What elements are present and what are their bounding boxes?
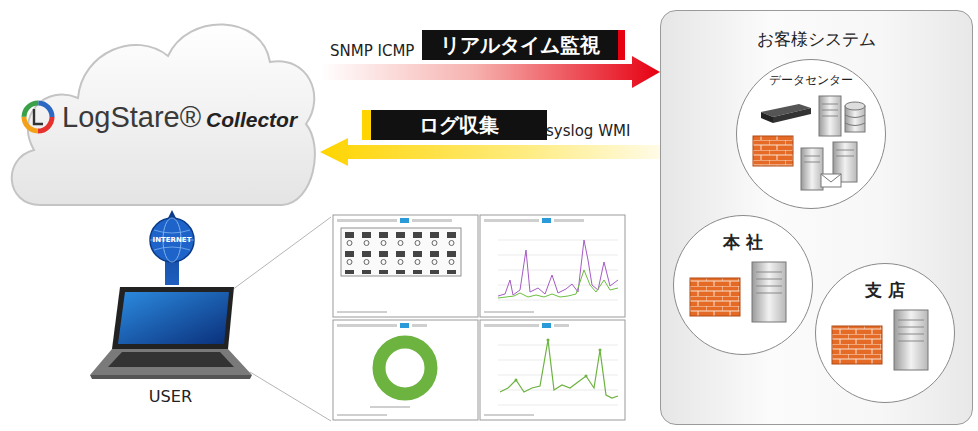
laptop-icon bbox=[88, 285, 253, 380]
user-laptop: USER bbox=[88, 285, 253, 380]
node-text: お客様システム bbox=[661, 29, 972, 51]
protocol-label: INTERNET bbox=[153, 236, 192, 244]
node-text: データセンター bbox=[737, 73, 885, 88]
node-text: 本 社 bbox=[674, 230, 812, 254]
node-text: USER bbox=[88, 387, 253, 406]
flow-arrow bbox=[320, 138, 660, 166]
logo-ring bbox=[24, 103, 52, 131]
dashboard-screenshot bbox=[333, 215, 625, 420]
site-circle: データセンター bbox=[736, 59, 886, 209]
leader-line bbox=[232, 217, 331, 421]
node-text: 支 店 bbox=[816, 278, 954, 302]
flow-arrow bbox=[320, 56, 660, 88]
flow-label-band: ログ収集 bbox=[362, 110, 547, 140]
protocol-label: SNMP ICMP bbox=[330, 42, 414, 60]
site-circle: 本 社 bbox=[673, 215, 813, 355]
system-panel: お客様システム データセンター 本 社 支 店 bbox=[660, 10, 973, 425]
protocol-label: syslog WMI bbox=[546, 122, 630, 140]
cloud-node: LogStare®Collector bbox=[0, 0, 320, 210]
internet-globe bbox=[150, 218, 194, 262]
node-text: Collector bbox=[206, 108, 297, 132]
site-circle: 支 店 bbox=[815, 263, 955, 403]
flow-label-band: リアルタイム監視 bbox=[422, 30, 625, 60]
node-text: LogStare® bbox=[62, 101, 201, 134]
